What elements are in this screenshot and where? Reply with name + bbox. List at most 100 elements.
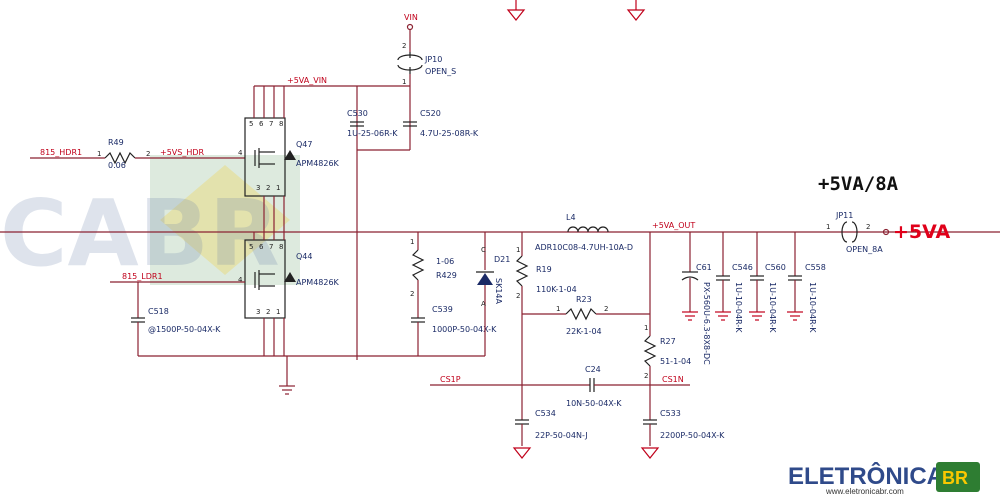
q47-pin6: 6 [259,120,264,128]
c560-value: 1U-10-04R-K [768,282,777,333]
q47-pin2: 2 [266,184,270,192]
d21-symbol [477,273,493,285]
r49-pin1: 1 [97,150,101,158]
q44-pin7: 7 [269,243,273,251]
q47-body [244,117,286,197]
ldr-input: 815_LDR1 C518 @1500P-50-04X-K [110,272,245,356]
r27-symbol [643,335,657,367]
net-vin: VIN [404,13,418,22]
watermark: CABR [0,155,300,287]
brand-logo: ELETRÔNICA BR www.eletronicabr.com [788,462,980,496]
net-5va-vin: +5VA_VIN [287,76,327,85]
jp11-symbol-right [851,221,858,243]
q44-pin8: 8 [279,243,283,251]
c539-ref: C539 [432,305,453,314]
jp10-value: OPEN_S [425,67,456,76]
net-815-ldr1: 815_LDR1 [122,272,163,281]
c534-value: 22P-50-04N-J [535,431,588,440]
c558-value: 1U-10-04R-K [808,282,817,333]
net-815-hdr1: 815_HDR1 [40,148,82,157]
c61: C61 PX-560U-6.3-8X8-DC [681,232,712,365]
c534: C534 22P-50-04N-J [512,409,588,459]
watermark-chip [150,155,300,285]
r49-symbol [104,151,136,165]
r23-symbol [565,307,597,321]
ground-c560 [749,311,765,321]
r19: 1 2 R19 110K-1-04 [515,232,577,420]
cs-sense: CS1P CS1N C24 10N-50-04X-K [430,365,690,408]
r49-pin2: 2 [146,150,150,158]
c558-ref: C558 [805,263,826,272]
c546-value: 1U-10-04R-K [734,282,743,333]
ground-top [506,0,646,21]
c61-ref: C61 [696,263,712,272]
r27: 1 2 R27 51-1-04 [643,232,691,420]
d21-ref: D21 [494,255,510,264]
r27-ref: R27 [660,337,676,346]
q47-pin1: 1 [276,184,280,192]
r23-ref: R23 [576,295,592,304]
q44-body [244,239,286,319]
r429-symbol [411,249,425,281]
r49-value: 0.06 [108,161,126,170]
q44-ref: Q44 [296,252,312,261]
brand-badge-text: BR [942,468,968,488]
jp11: +5VA/8A JP11 1 2 OPEN_8A +5VA [818,173,951,254]
q44: 5 6 7 8 4 3 2 1 Q44 APM4826K [238,232,340,356]
q47: 5 6 7 8 4 3 2 1 Q47 APM4826K [238,86,340,232]
q47-pin3: 3 [256,184,260,192]
r429-pin2: 2 [410,290,414,298]
c546: C546 1U-10-04R-K [715,232,753,333]
r23-pin2: 2 [604,305,608,313]
r49-ref: R49 [108,138,124,147]
d21-pin-c: C [481,246,486,254]
jp11-terminal [882,228,890,236]
vin-terminal [406,23,414,31]
q44-pin3: 3 [256,308,260,316]
c520: C520 4.7U-25-08R-K [403,109,479,138]
c533-ref: C533 [660,409,681,418]
brand-site: www.eletronicabr.com [825,487,904,496]
r19-symbol [515,255,529,287]
jp11-pin1: 1 [826,223,830,231]
q47-diode [284,150,296,160]
output-heading: +5VA/8A [818,173,899,195]
q44-pin2: 2 [266,308,270,316]
c518-ref: C518 [148,307,169,316]
c24-ref: C24 [585,365,601,374]
ground-left [279,385,295,395]
q47-pin7: 7 [269,120,273,128]
c61-value: PX-560U-6.3-8X8-DC [702,282,711,365]
c530-value: 1U-25-06R-K [347,129,398,138]
ground-c534 [512,447,532,459]
c530: C530 1U-25-06R-K [347,109,398,138]
c546-ref: C546 [732,263,753,272]
c539: C539 1000P-50-04X-K [411,305,497,356]
jp11-ref: JP11 [835,211,853,220]
c558: C558 1U-10-04R-K [787,232,826,333]
q44-pin6: 6 [259,243,264,251]
watermark-diamond [160,165,290,275]
d21-pin-a: A [481,300,486,308]
q44-diode [284,272,296,282]
q44-pin1: 1 [276,308,280,316]
hdr-input: 815_HDR1 1 2 R49 0.06 +5VS_HDR [30,138,245,170]
r429-ref: R429 [436,271,457,280]
ground-c533 [640,447,660,459]
q47-ref: Q47 [296,140,312,149]
brand-text: ELETRÔNICA [788,462,944,490]
c518-value: @1500P-50-04X-K [148,325,221,334]
output-label: +5VA [893,221,951,243]
r19-value: 110K-1-04 [536,285,577,294]
l4-value: ADR10C08-4.7UH-10A-D [535,243,633,252]
r429: 1 2 1-06 R429 [410,232,457,318]
net-cs1p: CS1P [440,375,461,384]
jp10-pin1: 1 [402,78,406,86]
ground-c558 [787,311,803,321]
c61-symbol [681,276,699,281]
r19-pin1: 1 [516,246,520,254]
brand-badge [936,462,980,492]
c560: C560 1U-10-04R-K [749,232,786,333]
q47-pin4: 4 [238,149,243,157]
